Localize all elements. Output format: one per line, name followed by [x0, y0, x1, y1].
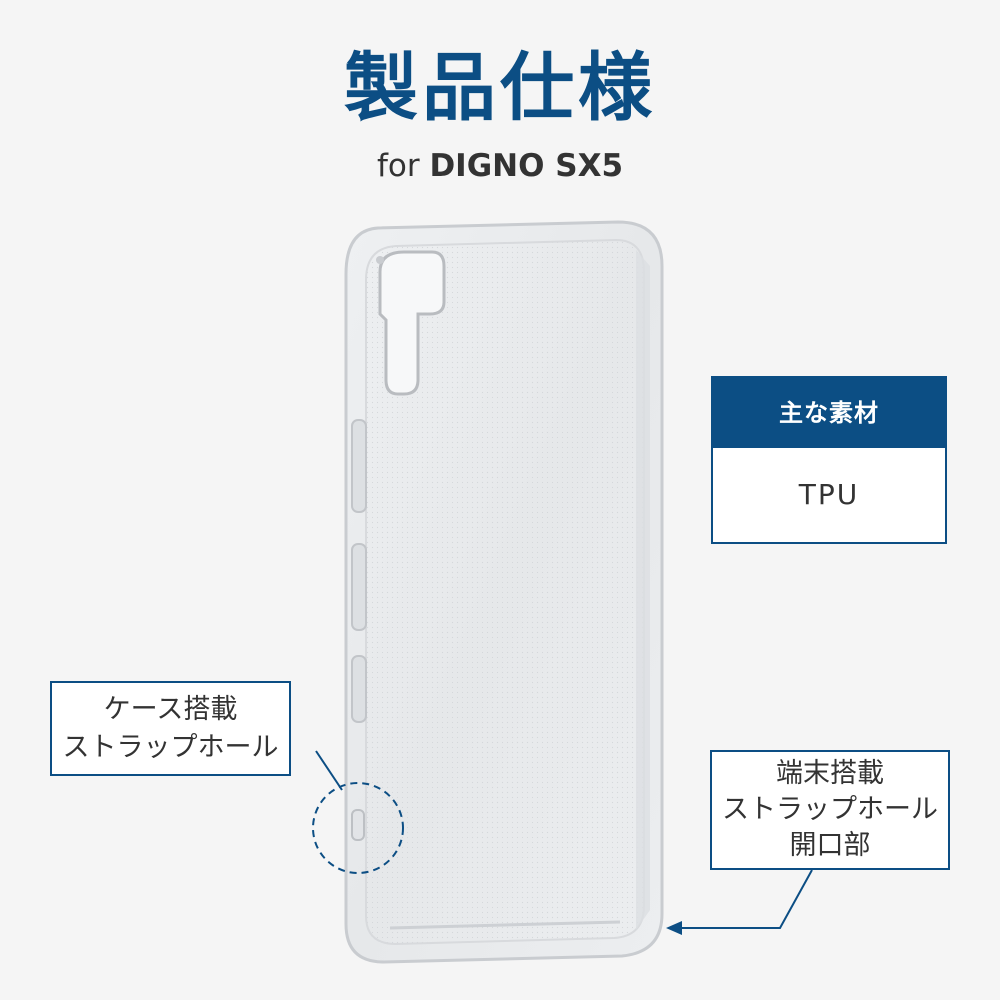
product-subtitle: for DIGNO SX5	[0, 146, 1000, 186]
case-strap-hole-line2: ストラップホール	[62, 732, 279, 763]
clear-phone-case-image	[344, 220, 664, 964]
material-spec-box: 主な素材 TPU	[711, 376, 947, 544]
subtitle-model: DIGNO SX5	[429, 148, 624, 184]
case-strap-hole-callout: ケース搭載 ストラップホール	[50, 681, 291, 776]
device-strap-hole-line1: 端末搭載	[776, 758, 884, 789]
subtitle-prefix: for	[376, 148, 430, 184]
page-title: 製品仕様	[344, 45, 656, 131]
material-spec-value: TPU	[798, 478, 860, 511]
case-strap-hole-line1: ケース搭載	[103, 694, 238, 725]
material-spec-heading: 主な素材	[713, 378, 945, 448]
device-strap-hole-line2: ストラップホール	[722, 794, 938, 825]
device-strap-hole-callout: 端末搭載 ストラップホール 開口部	[710, 750, 950, 870]
device-strap-hole-line3: 開口部	[789, 830, 871, 861]
